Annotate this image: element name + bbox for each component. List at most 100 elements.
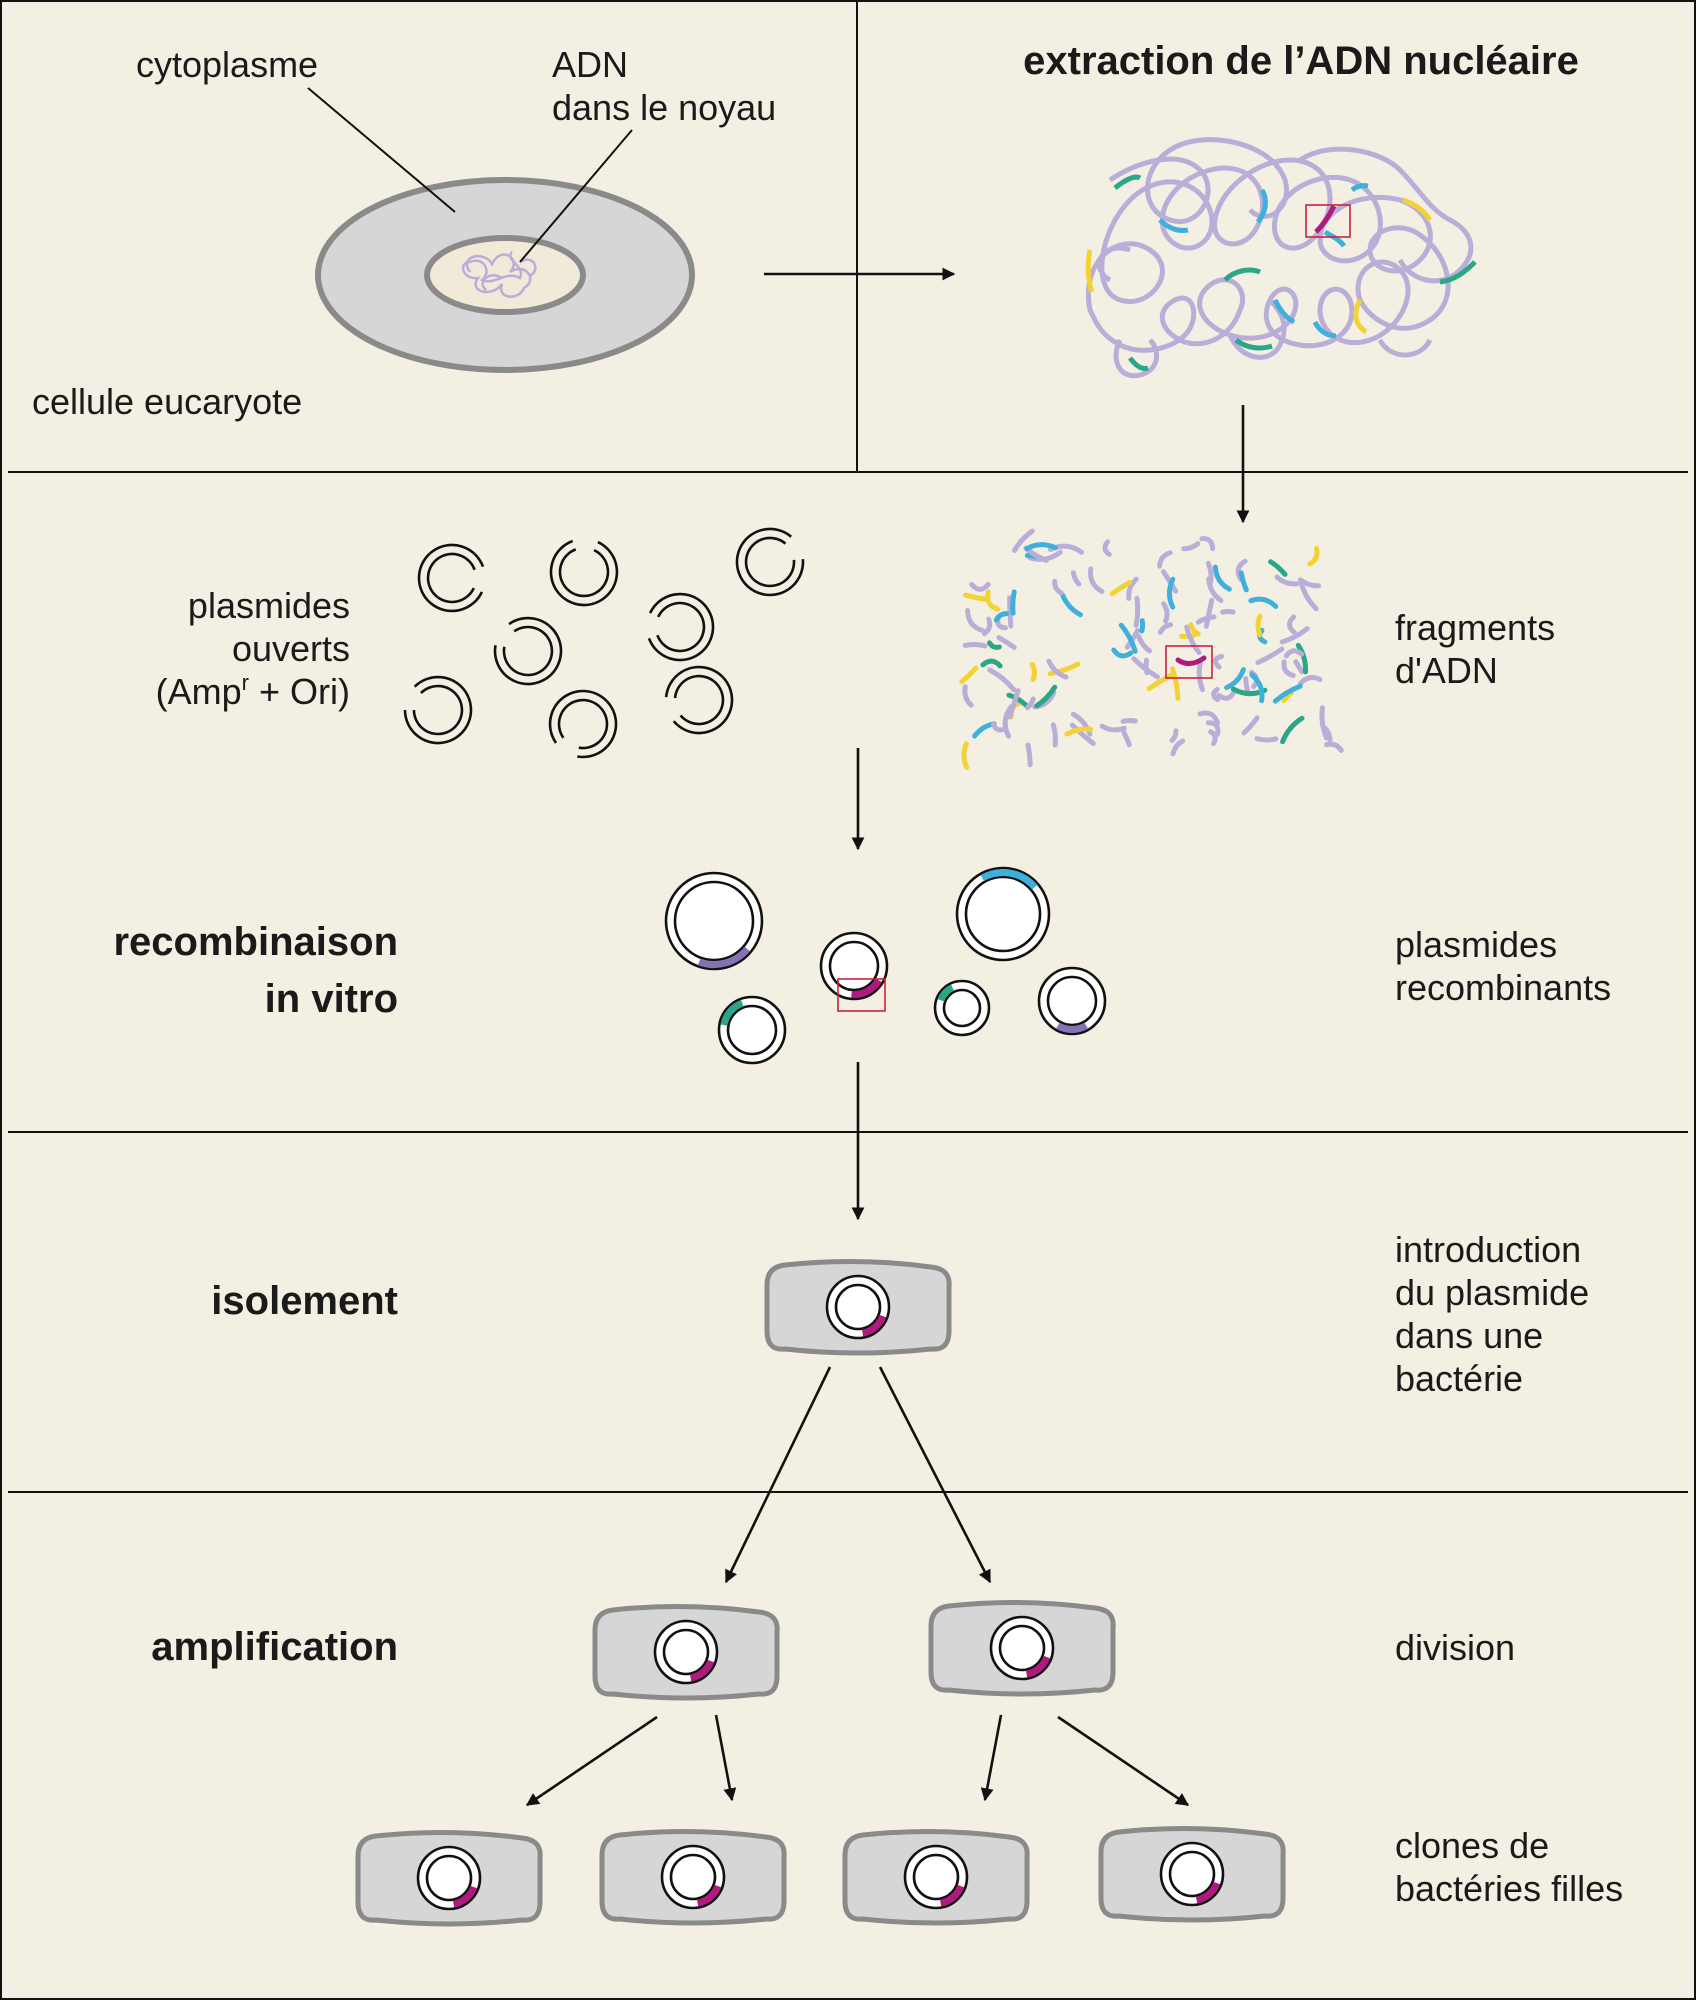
dna-fragment	[963, 592, 989, 602]
dna-fragment	[1248, 596, 1279, 609]
dna-fragment	[1203, 597, 1215, 629]
recombinant-plasmid	[664, 871, 764, 971]
open-plasmid	[735, 527, 805, 597]
label-plasmides-recomb-2: recombinants	[1395, 967, 1611, 1008]
dna-fragment	[1157, 550, 1173, 569]
open-plasmid	[664, 665, 734, 735]
dna-fragment	[962, 641, 988, 649]
label-adn-1: ADN	[552, 44, 628, 85]
dna-fragment	[1205, 720, 1221, 737]
dna-fragment	[1012, 528, 1035, 553]
open-plasmid	[647, 592, 715, 662]
dna-fragment	[961, 741, 970, 770]
bacterium-plasmid	[825, 1274, 891, 1340]
dna-fragment	[1170, 666, 1181, 701]
dna-fragment	[1297, 675, 1323, 687]
label-fragments-2: d'ADN	[1395, 650, 1498, 691]
bacterium	[764, 1258, 952, 1356]
dna-fragment	[1287, 614, 1297, 635]
recombinant-plasmids	[664, 866, 1107, 1065]
dna-fragment	[1281, 659, 1296, 678]
label-amplification: amplification	[151, 1625, 398, 1669]
dna-fragment	[1320, 724, 1333, 743]
recombinant-plasmid	[819, 931, 889, 1001]
dna-fragment	[1280, 715, 1305, 745]
dna-fragment	[1181, 541, 1201, 552]
dna-fragment	[1024, 542, 1058, 552]
dna-fragment	[1206, 576, 1224, 603]
dna-fragment	[1109, 580, 1133, 597]
dna-fragment	[993, 611, 1010, 623]
recombinant-plasmid	[717, 995, 787, 1065]
label-recombinaison-2: in vitro	[265, 977, 398, 1021]
nucleus-dna	[461, 251, 537, 298]
label-isolement: isolement	[211, 1279, 398, 1323]
dna-fragment	[959, 665, 979, 685]
label-plasmides-ouverts-3: (Ampr + Ori)	[156, 670, 350, 712]
bacterium	[928, 1599, 1116, 1697]
label-introduction-4: bactérie	[1395, 1358, 1523, 1399]
label-introduction-2: du plasmide	[1395, 1272, 1589, 1313]
open-plasmid	[403, 675, 473, 745]
dna-fragment	[1199, 536, 1216, 552]
dna-fragment	[1025, 742, 1033, 768]
dna-fragment	[1070, 711, 1093, 737]
dna-fragment	[1268, 559, 1288, 577]
dna-fragment	[1050, 722, 1058, 748]
dna-fragment	[1069, 722, 1096, 746]
dna-fragment	[1220, 609, 1236, 615]
dna-fragment	[1307, 545, 1320, 567]
bacterium	[842, 1828, 1030, 1926]
label-introduction-3: dans une	[1395, 1315, 1543, 1356]
dna-fragment	[1010, 589, 1017, 616]
dna-fragment	[1118, 622, 1138, 654]
bacterium	[599, 1828, 787, 1926]
dna-fragment	[1324, 741, 1344, 753]
bacterium-plasmid	[660, 1844, 726, 1910]
dna-fragment	[1157, 622, 1174, 635]
dna-fragment	[1197, 710, 1220, 726]
target-highlight-box	[1165, 645, 1213, 679]
arrow-division-left	[724, 1366, 832, 1584]
target-fragment	[1175, 655, 1207, 666]
open-plasmid	[548, 689, 618, 759]
dna-fragment	[991, 721, 1007, 733]
dna-fragment	[1060, 592, 1083, 618]
dna-fragment	[987, 640, 1002, 650]
dna-fragment	[1216, 688, 1237, 701]
dna-fragment	[1211, 686, 1220, 703]
dna-fragment	[1293, 659, 1305, 675]
dna-fragment	[980, 658, 1003, 669]
dna-fragment	[987, 667, 1017, 693]
arrow-clone-1	[525, 1715, 658, 1807]
dna-fragment	[1007, 595, 1014, 629]
bacterium-plasmid	[416, 1845, 482, 1911]
cytoplasm-pointer	[307, 87, 456, 213]
dna-fragment	[1274, 574, 1300, 587]
label-cytoplasme: cytoplasme	[136, 44, 318, 85]
extracted-dna	[1085, 137, 1477, 379]
dna-fragment	[1208, 729, 1218, 747]
dna-fragment	[1212, 564, 1232, 592]
open-plasmid	[417, 543, 485, 613]
recombinant-plasmid	[955, 866, 1051, 962]
dna-fragment	[1006, 688, 1021, 720]
open-plasmid	[493, 616, 563, 686]
dna-fragment	[1126, 576, 1139, 601]
label-division: division	[1395, 1627, 1515, 1668]
bacterium-plasmid	[653, 1619, 719, 1685]
dna-fragment	[1133, 595, 1141, 628]
dna-fragment	[1298, 580, 1319, 612]
dna-fragment	[1279, 626, 1310, 645]
dna-fragment	[1136, 633, 1152, 654]
label-extraction: extraction de l’ADN nucléaire	[1023, 39, 1579, 83]
dna-fragment	[1195, 614, 1217, 625]
dna-fragment	[981, 616, 993, 637]
dna-fragment	[1295, 642, 1309, 675]
nucleus	[424, 235, 586, 315]
arrow-division-right	[878, 1366, 992, 1584]
dna-fragment	[1255, 646, 1285, 665]
label-introduction-1: introduction	[1395, 1229, 1581, 1270]
